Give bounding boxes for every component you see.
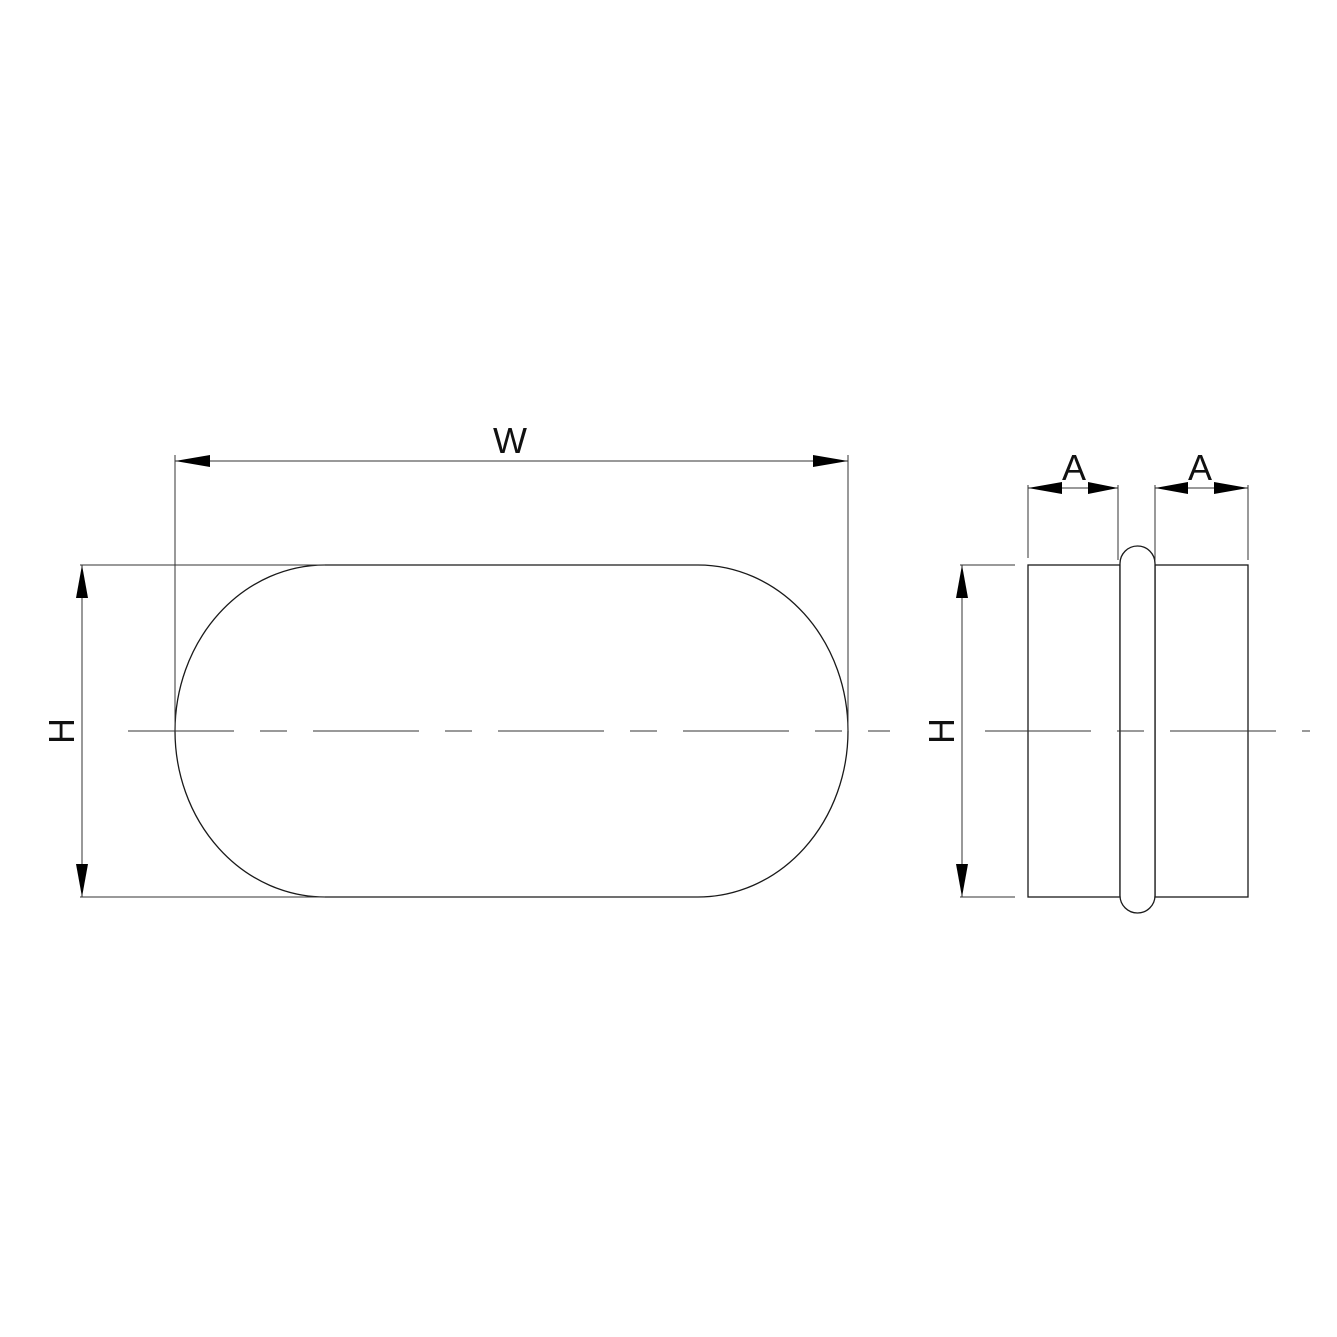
a-right-arrow-left <box>1155 482 1188 494</box>
a-right-label: A <box>1188 447 1212 488</box>
h-label-front: H <box>41 718 82 744</box>
w-arrow-left <box>175 455 210 467</box>
a-left-arrow-right <box>1088 482 1118 494</box>
h-arrow-top <box>76 565 88 598</box>
o-ring-bead <box>1119 545 1156 914</box>
w-arrow-right <box>813 455 848 467</box>
a-left-label: A <box>1062 447 1086 488</box>
stadium-outline <box>174 564 849 898</box>
h-arrow-bottom <box>76 864 88 897</box>
a-left-arrow-left <box>1028 482 1062 494</box>
h-side-arrow-bottom <box>956 864 968 897</box>
a-right-arrow-right <box>1214 482 1248 494</box>
side-view: A A H <box>921 447 1310 914</box>
h-label-side: H <box>921 718 962 744</box>
w-label: W <box>493 420 527 461</box>
h-side-arrow-top <box>956 565 968 598</box>
front-view: W H <box>41 420 890 898</box>
